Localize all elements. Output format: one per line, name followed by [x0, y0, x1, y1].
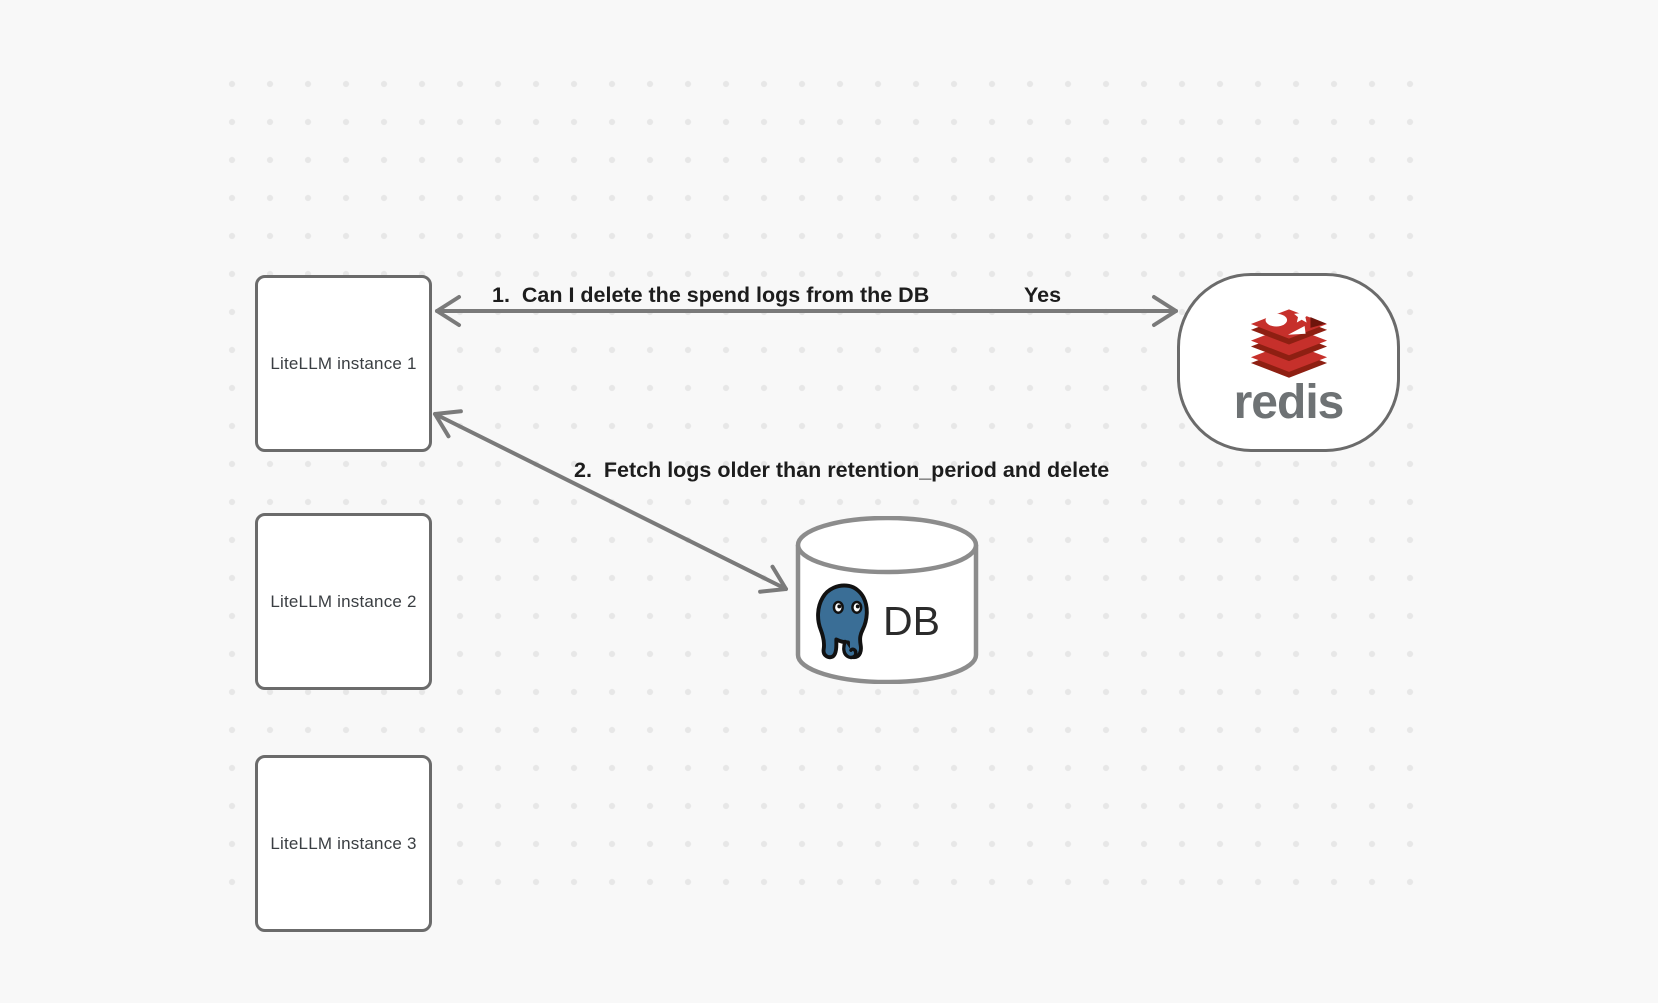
- redis-wordmark: redis: [1233, 376, 1345, 429]
- db-label: DB: [883, 598, 940, 644]
- postgresql-elephant-icon: [816, 583, 869, 660]
- node-label: LiteLLM instance 3: [270, 833, 417, 853]
- edge-label-delete-spend-logs[interactable]: 1. Can I delete the spend logs from the …: [492, 283, 930, 307]
- redis-stack-icon: [1250, 308, 1327, 378]
- edge-label-yes[interactable]: Yes: [1024, 283, 1062, 307]
- node-redis[interactable]: redis: [1177, 273, 1400, 452]
- node-label: LiteLLM instance 1: [270, 353, 417, 373]
- node-label: LiteLLM instance 2: [270, 591, 417, 611]
- node-litellm-instance-3[interactable]: LiteLLM instance 3: [255, 755, 432, 932]
- edge-label-fetch-logs[interactable]: 2. Fetch logs older than retention_perio…: [574, 458, 1110, 482]
- db-cylinder-top[interactable]: [795, 516, 979, 575]
- node-litellm-instance-1[interactable]: LiteLLM instance 1: [255, 275, 432, 452]
- node-postgres-db[interactable]: DB: [794, 516, 980, 684]
- node-litellm-instance-2[interactable]: LiteLLM instance 2: [255, 513, 432, 690]
